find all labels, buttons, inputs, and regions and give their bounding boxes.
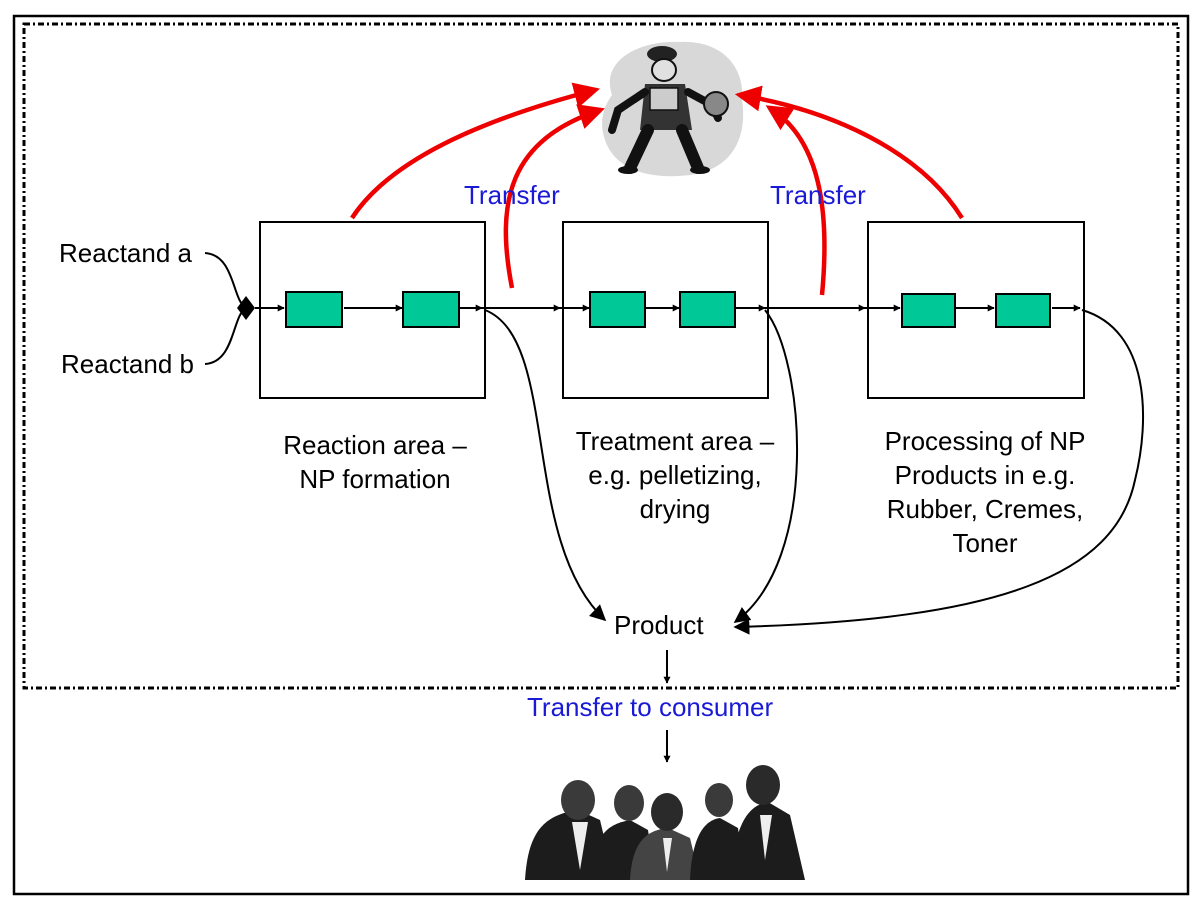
process-unit bbox=[995, 293, 1051, 328]
caption-line: Products in e.g. bbox=[894, 460, 1076, 490]
transfer-arrows bbox=[350, 82, 964, 296]
process-unit bbox=[285, 291, 343, 328]
merge-node bbox=[237, 296, 255, 320]
processing-area-caption: Processing of NP Products in e.g. Rubber… bbox=[860, 424, 1110, 560]
caption-line: Treatment area – bbox=[575, 426, 775, 456]
processing-area-box bbox=[867, 221, 1085, 399]
transfer-arrow-treatment-out bbox=[765, 105, 827, 296]
process-unit bbox=[402, 291, 460, 328]
outer-frame bbox=[12, 14, 1190, 896]
product-label: Product bbox=[614, 610, 704, 640]
caption-line: NP formation bbox=[299, 464, 451, 494]
product-flow-lines bbox=[484, 309, 1145, 763]
worker-clipart-icon bbox=[602, 41, 744, 177]
caption-line: Toner bbox=[952, 528, 1018, 558]
caption-line: Reaction area – bbox=[283, 430, 467, 460]
caption-line: drying bbox=[639, 494, 711, 524]
reaction-area-caption: Reaction area – NP formation bbox=[250, 428, 500, 496]
treatment-area-caption: Treatment area – e.g. pelletizing, dryin… bbox=[550, 424, 800, 526]
transfer-label-2: Transfer bbox=[770, 180, 866, 210]
transfer-arrow-treatment bbox=[503, 104, 605, 289]
reactand-b-label: Reactand b bbox=[61, 349, 194, 379]
transfer-label-1: Transfer bbox=[464, 180, 560, 210]
reactand-a-label: Reactand a bbox=[59, 238, 192, 268]
process-unit bbox=[589, 291, 646, 328]
consumer-group-clipart-icon bbox=[525, 765, 805, 880]
caption-line: e.g. pelletizing, bbox=[588, 460, 762, 490]
transfer-arrow-processing bbox=[734, 85, 964, 220]
process-units bbox=[285, 291, 1051, 328]
process-unit bbox=[679, 291, 736, 328]
transfer-arrow-reaction bbox=[350, 82, 601, 220]
transfer-to-consumer-label: Transfer to consumer bbox=[527, 692, 774, 722]
system-boundary bbox=[22, 22, 1180, 690]
process-unit bbox=[901, 293, 956, 328]
caption-line: Rubber, Cremes, bbox=[886, 494, 1084, 524]
caption-line: Processing of NP bbox=[884, 426, 1086, 456]
